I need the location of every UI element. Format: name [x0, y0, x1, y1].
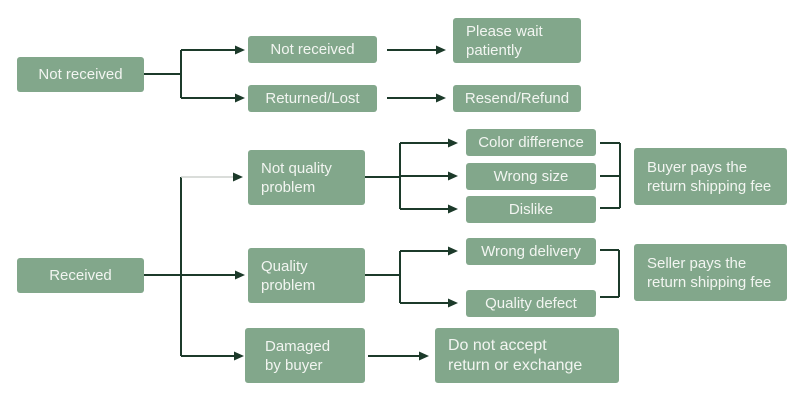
node-dislike: Dislike [466, 196, 596, 223]
node-please-wait-patiently: Please wait patiently [453, 18, 581, 63]
node-returned-lost: Returned/Lost [248, 85, 377, 112]
node-seller-pays-fee: Seller pays the return shipping fee [634, 244, 787, 301]
node-resend-refund: Resend/Refund [453, 85, 581, 112]
node-quality-defect: Quality defect [466, 290, 596, 317]
node-not-received-sub: Not received [248, 36, 377, 63]
node-not-quality-problem: Not quality problem [248, 150, 365, 205]
node-color-difference: Color difference [466, 129, 596, 156]
node-wrong-delivery: Wrong delivery [466, 238, 596, 265]
node-not-received-root: Not received [17, 57, 144, 92]
node-do-not-accept: Do not accept return or exchange [435, 328, 619, 383]
node-quality-problem: Quality problem [248, 248, 365, 303]
node-wrong-size: Wrong size [466, 163, 596, 190]
node-buyer-pays-fee: Buyer pays the return shipping fee [634, 148, 787, 205]
node-damaged-by-buyer: Damaged by buyer [245, 328, 365, 383]
node-received-root: Received [17, 258, 144, 293]
